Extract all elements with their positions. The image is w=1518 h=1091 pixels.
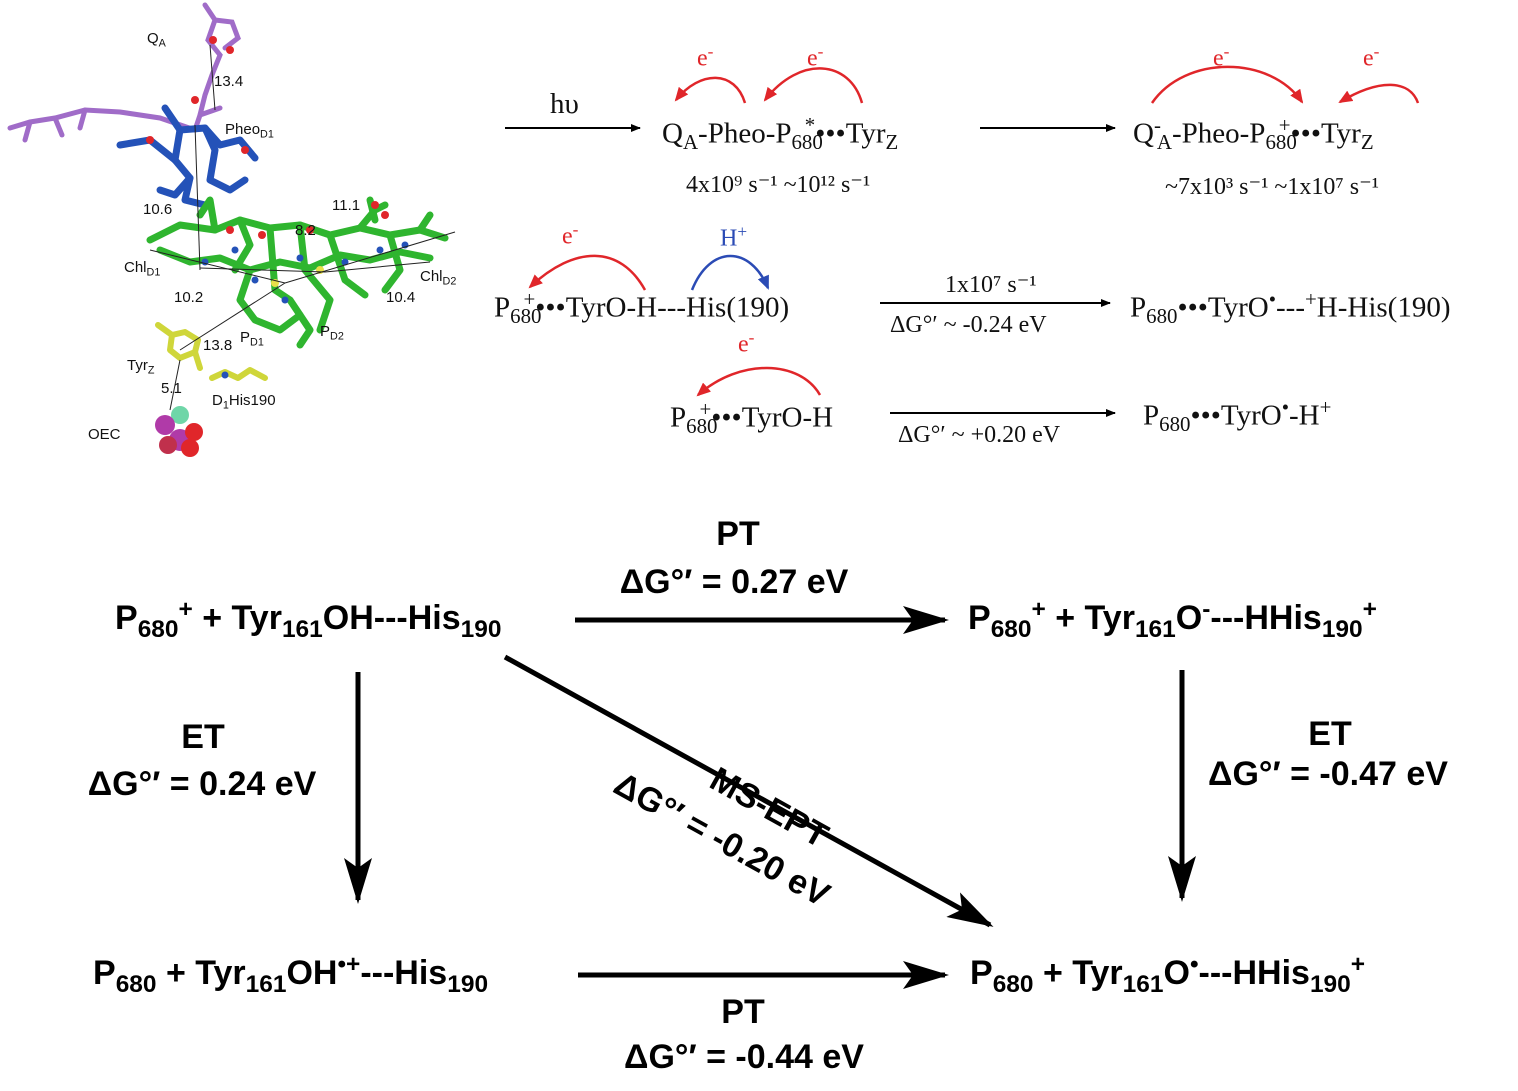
species-4: P680•••TyrO•---+H-His(190)	[1130, 287, 1451, 329]
species-3: P680+•••TyrO-H---His(190)	[494, 287, 790, 329]
e-label-2: e-	[807, 42, 824, 72]
species-1: QA-Pheo-P680*•••TyrZ	[662, 113, 899, 155]
o-atoms	[226, 201, 389, 239]
label-pd1: PD1	[240, 329, 264, 349]
h-label: H+	[720, 222, 748, 252]
distance-lines	[149, 44, 456, 411]
e-label-3: e-	[1213, 42, 1230, 72]
top-pt-dg: ΔG°′ = 0.27 eV	[619, 563, 849, 601]
right-et-label: ET	[1308, 715, 1352, 753]
label-chl-d1: ChlD1	[124, 259, 161, 279]
label-tyrz: TyrZ	[127, 357, 155, 377]
e-label-4: e-	[1363, 42, 1380, 72]
dg-3: ΔG°′ ~ -0.24 eV	[890, 312, 1047, 338]
species-5: P680+•••TyrO-H	[670, 397, 834, 439]
dist-8-2: 8.2	[295, 222, 316, 239]
oec-cluster	[155, 406, 203, 457]
dist-10-4: 10.4	[386, 289, 416, 306]
bottom-pt-dg: ΔG°′ = -0.44 eV	[624, 1038, 864, 1076]
rate-3: 1x10⁷ s⁻¹	[945, 272, 1037, 298]
scheme-arrows	[505, 124, 1116, 417]
label-pd2: PD2	[320, 323, 344, 343]
proton-arrow	[690, 254, 770, 291]
cycle-arrows	[344, 606, 1196, 989]
label-pheo: PheoD1	[225, 121, 274, 141]
state-top-left: P680+ + Tyr161OH---His190	[115, 596, 502, 644]
species-2: Q-A-Pheo-P680+•••TyrZ	[1133, 113, 1374, 155]
label-his190: D1His190	[212, 392, 276, 412]
top-pt-label: PT	[716, 515, 760, 553]
dist-13-8: 13.8	[203, 337, 233, 354]
e-label-6: e-	[738, 328, 755, 358]
hv-label: hυ	[550, 88, 579, 120]
dist-5-1: 5.1	[161, 380, 182, 397]
label-chl-d2: ChlD2	[420, 268, 457, 288]
diag-ept-arrow	[503, 654, 994, 928]
state-bottom-right: P680 + Tyr161O•---HHis190+	[970, 951, 1366, 999]
label-oec: OEC	[88, 426, 121, 443]
right-et-dg: ΔG°′ = -0.47 eV	[1208, 755, 1448, 793]
dist-10-6: 10.6	[143, 201, 173, 218]
label-qa: QA	[147, 30, 166, 50]
electron-arrows	[528, 65, 1420, 397]
dist-10-2: 10.2	[174, 289, 204, 306]
molecular-structure	[7, 2, 456, 457]
rate-1: 4x10⁹ s⁻¹ ~10¹² s⁻¹	[686, 172, 871, 198]
his190-molecule	[209, 367, 268, 381]
species-6: P680•••TyrO•-H+	[1143, 395, 1332, 437]
left-et-dg: ΔG°′ = 0.24 eV	[87, 765, 317, 803]
tyrz-molecule	[155, 322, 203, 371]
dist-11-1: 11.1	[332, 197, 361, 214]
e-label-5: e-	[562, 220, 579, 250]
state-bottom-left: P680 + Tyr161OH•+---His190	[93, 951, 489, 999]
qa-molecule	[7, 2, 241, 143]
state-top-right: P680+ + Tyr161O----HHis190+	[968, 596, 1377, 644]
bottom-pt-label: PT	[721, 993, 765, 1031]
e-label-1: e-	[697, 42, 714, 72]
dg-4: ΔG°′ ~ +0.20 eV	[898, 422, 1061, 448]
left-et-label: ET	[181, 718, 225, 756]
rate-2: ~7x10³ s⁻¹ ~1x10⁷ s⁻¹	[1165, 174, 1379, 200]
dist-13-4: 13.4	[214, 73, 244, 90]
